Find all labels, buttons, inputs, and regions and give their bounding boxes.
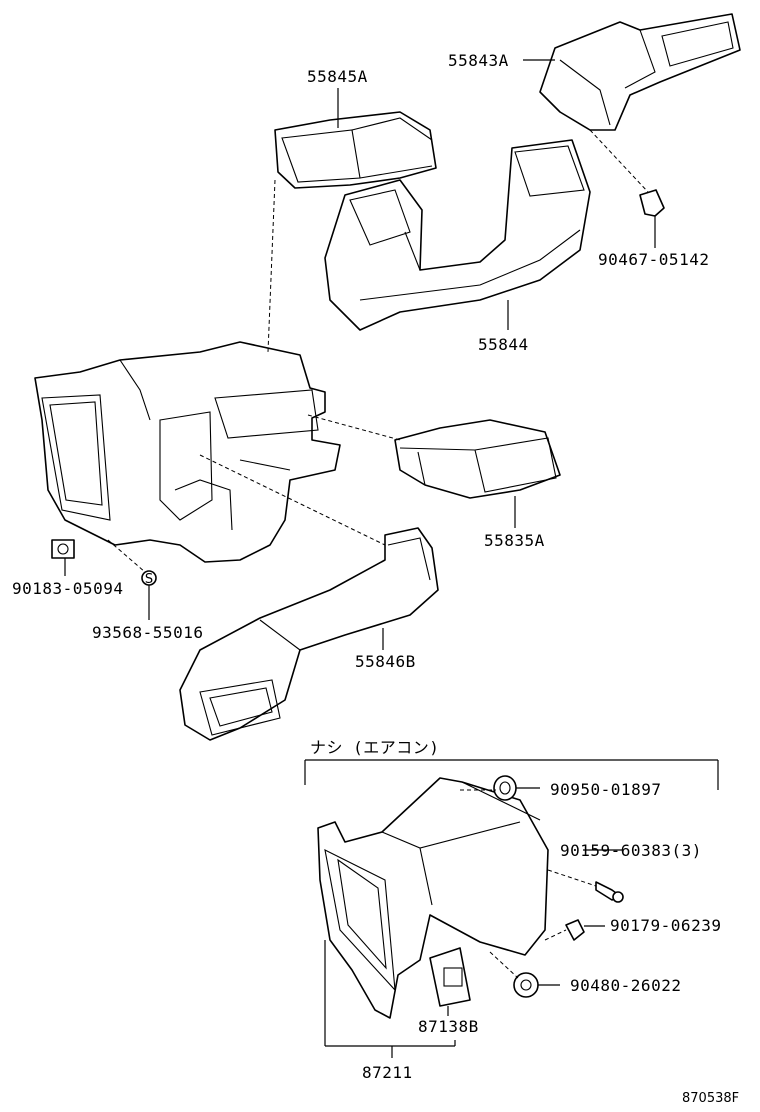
- label-90480-26022: 90480-26022: [570, 976, 681, 995]
- label-90183-05094: 90183-05094: [12, 579, 123, 598]
- washer-s-symbol: S: [145, 572, 153, 587]
- label-55844: 55844: [478, 335, 529, 354]
- duct-55843A[interactable]: [539, 13, 741, 131]
- label-90950-01897: 90950-01897: [550, 780, 661, 799]
- label-55843A: 55843A: [448, 51, 509, 70]
- grommet-90950-01897[interactable]: [493, 775, 517, 801]
- nut-90183-05094[interactable]: [51, 539, 75, 559]
- air-duct-main-assembly[interactable]: [34, 341, 341, 563]
- washer-93568-55016[interactable]: S: [141, 570, 157, 587]
- duct-55835A[interactable]: [394, 419, 561, 499]
- label-93568-55016: 93568-55016: [92, 623, 203, 642]
- duct-55844[interactable]: [324, 139, 591, 331]
- clip-90467-05142[interactable]: [639, 189, 665, 217]
- label-without-ac-note: ナシ (エアコン): [310, 738, 439, 757]
- label-90159-60383: 90159-60383(3): [560, 841, 702, 860]
- label-55845A: 55845A: [307, 67, 368, 86]
- label-87138B: 87138B: [418, 1017, 479, 1036]
- duct-55845A[interactable]: [274, 111, 437, 189]
- duct-87211[interactable]: [317, 777, 549, 1019]
- screw-90159-60383[interactable]: [595, 881, 624, 903]
- label-55835A: 55835A: [484, 531, 545, 550]
- figure-code: 870538F: [682, 1091, 739, 1106]
- duct-55846B[interactable]: [179, 527, 439, 741]
- label-90179-06239: 90179-06239: [610, 916, 721, 935]
- clip-90179-06239[interactable]: [565, 919, 585, 941]
- label-55846B: 55846B: [355, 652, 416, 671]
- label-90467-05142: 90467-05142: [598, 250, 709, 269]
- label-87211: 87211: [362, 1063, 413, 1082]
- grommet-90480-26022[interactable]: [513, 972, 539, 998]
- resistor-87138B[interactable]: [429, 947, 471, 1007]
